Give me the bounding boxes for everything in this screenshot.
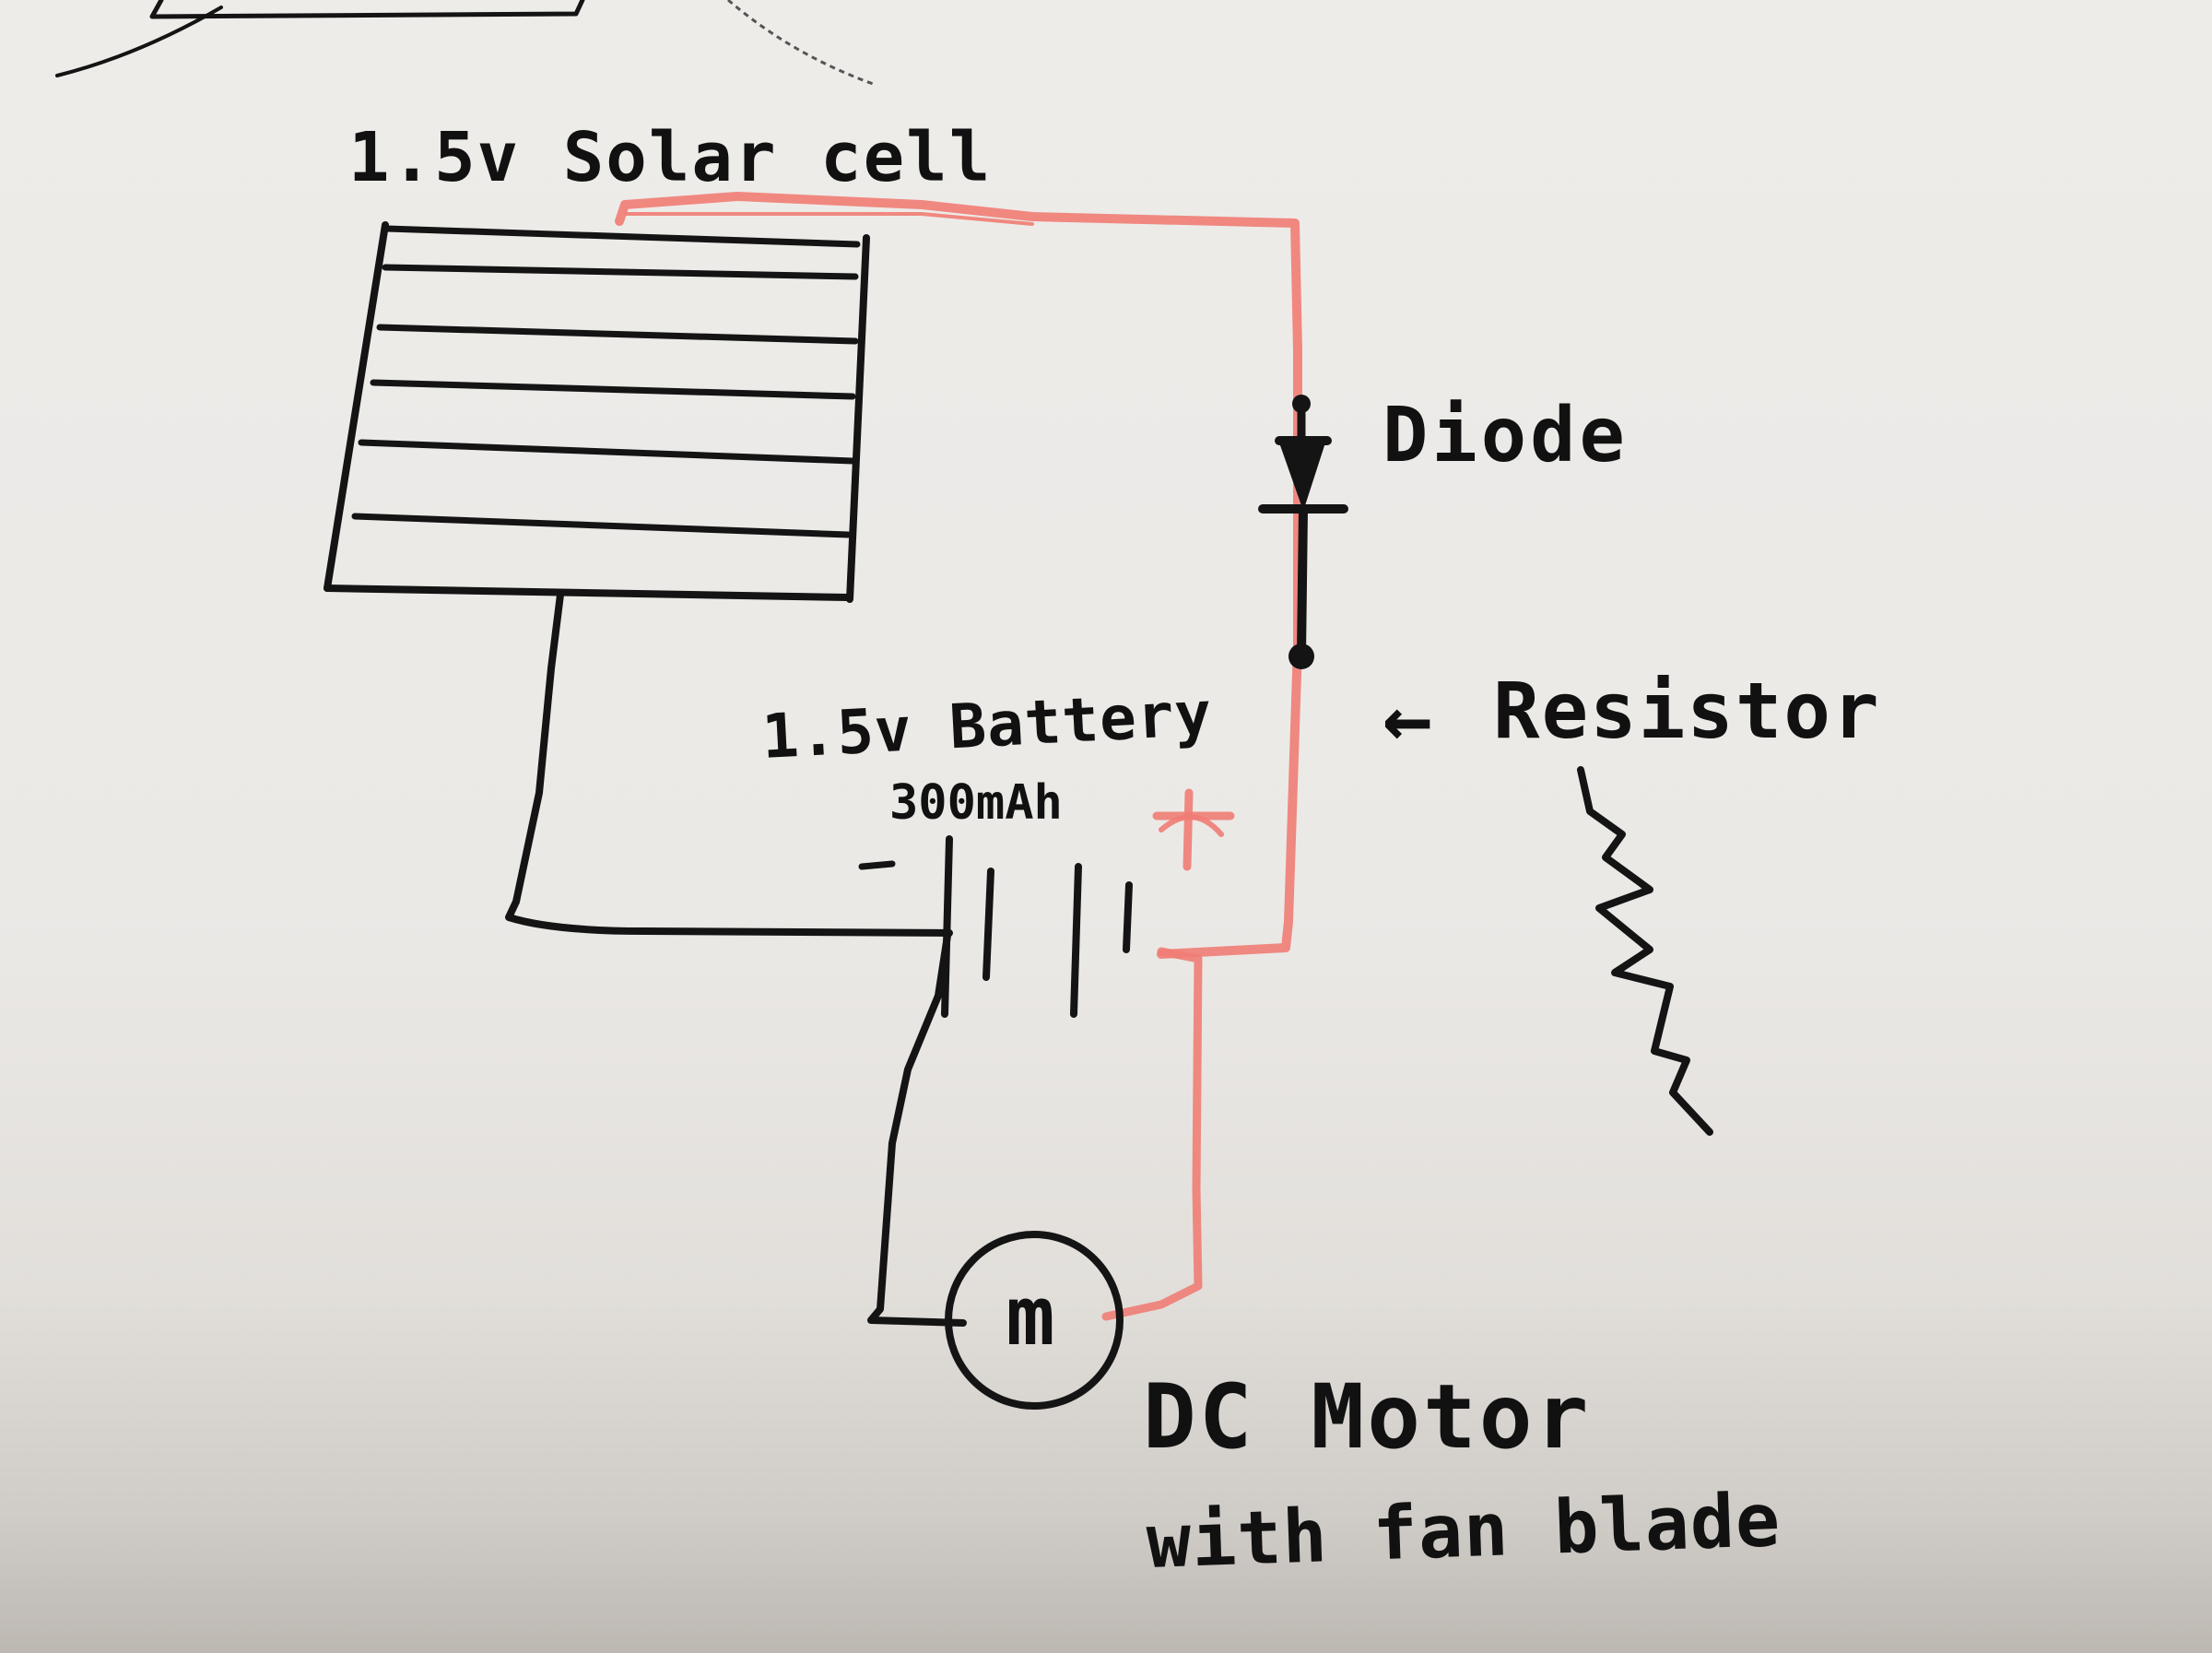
battery-symbol: − [858,835,1133,1018]
battery-plus-mark [1152,788,1235,871]
red-wire-highlight [625,212,1034,226]
motor-symbol-letter: m [1006,1269,1055,1364]
resistor-symbol [1577,766,1713,1136]
red-wire-branch [1101,947,1203,1321]
diode-label: Diode [1382,392,1629,479]
solar-cell-panel [324,221,870,603]
top-sketch-remnant [55,0,877,87]
motor-label-line1: DC Motor [1143,1365,1591,1469]
black-wire-solar-to-battery [505,591,953,937]
battery-capacity-label: 300mAh [889,775,1063,831]
diode-symbol [1258,395,1348,669]
solar-cell-label: 1.5v Solar cell [348,118,992,197]
resistor-arrow: ← [1382,670,1432,767]
dc-motor-symbol: m [945,1231,1124,1410]
resistor-label: Resistor [1493,666,1881,756]
battery-label: 1.5v Battery [760,679,1214,773]
black-wire-battery-to-motor [867,932,967,1327]
red-wire-main [615,192,1302,959]
motor-label-line2: with fan blade [1145,1477,1782,1585]
